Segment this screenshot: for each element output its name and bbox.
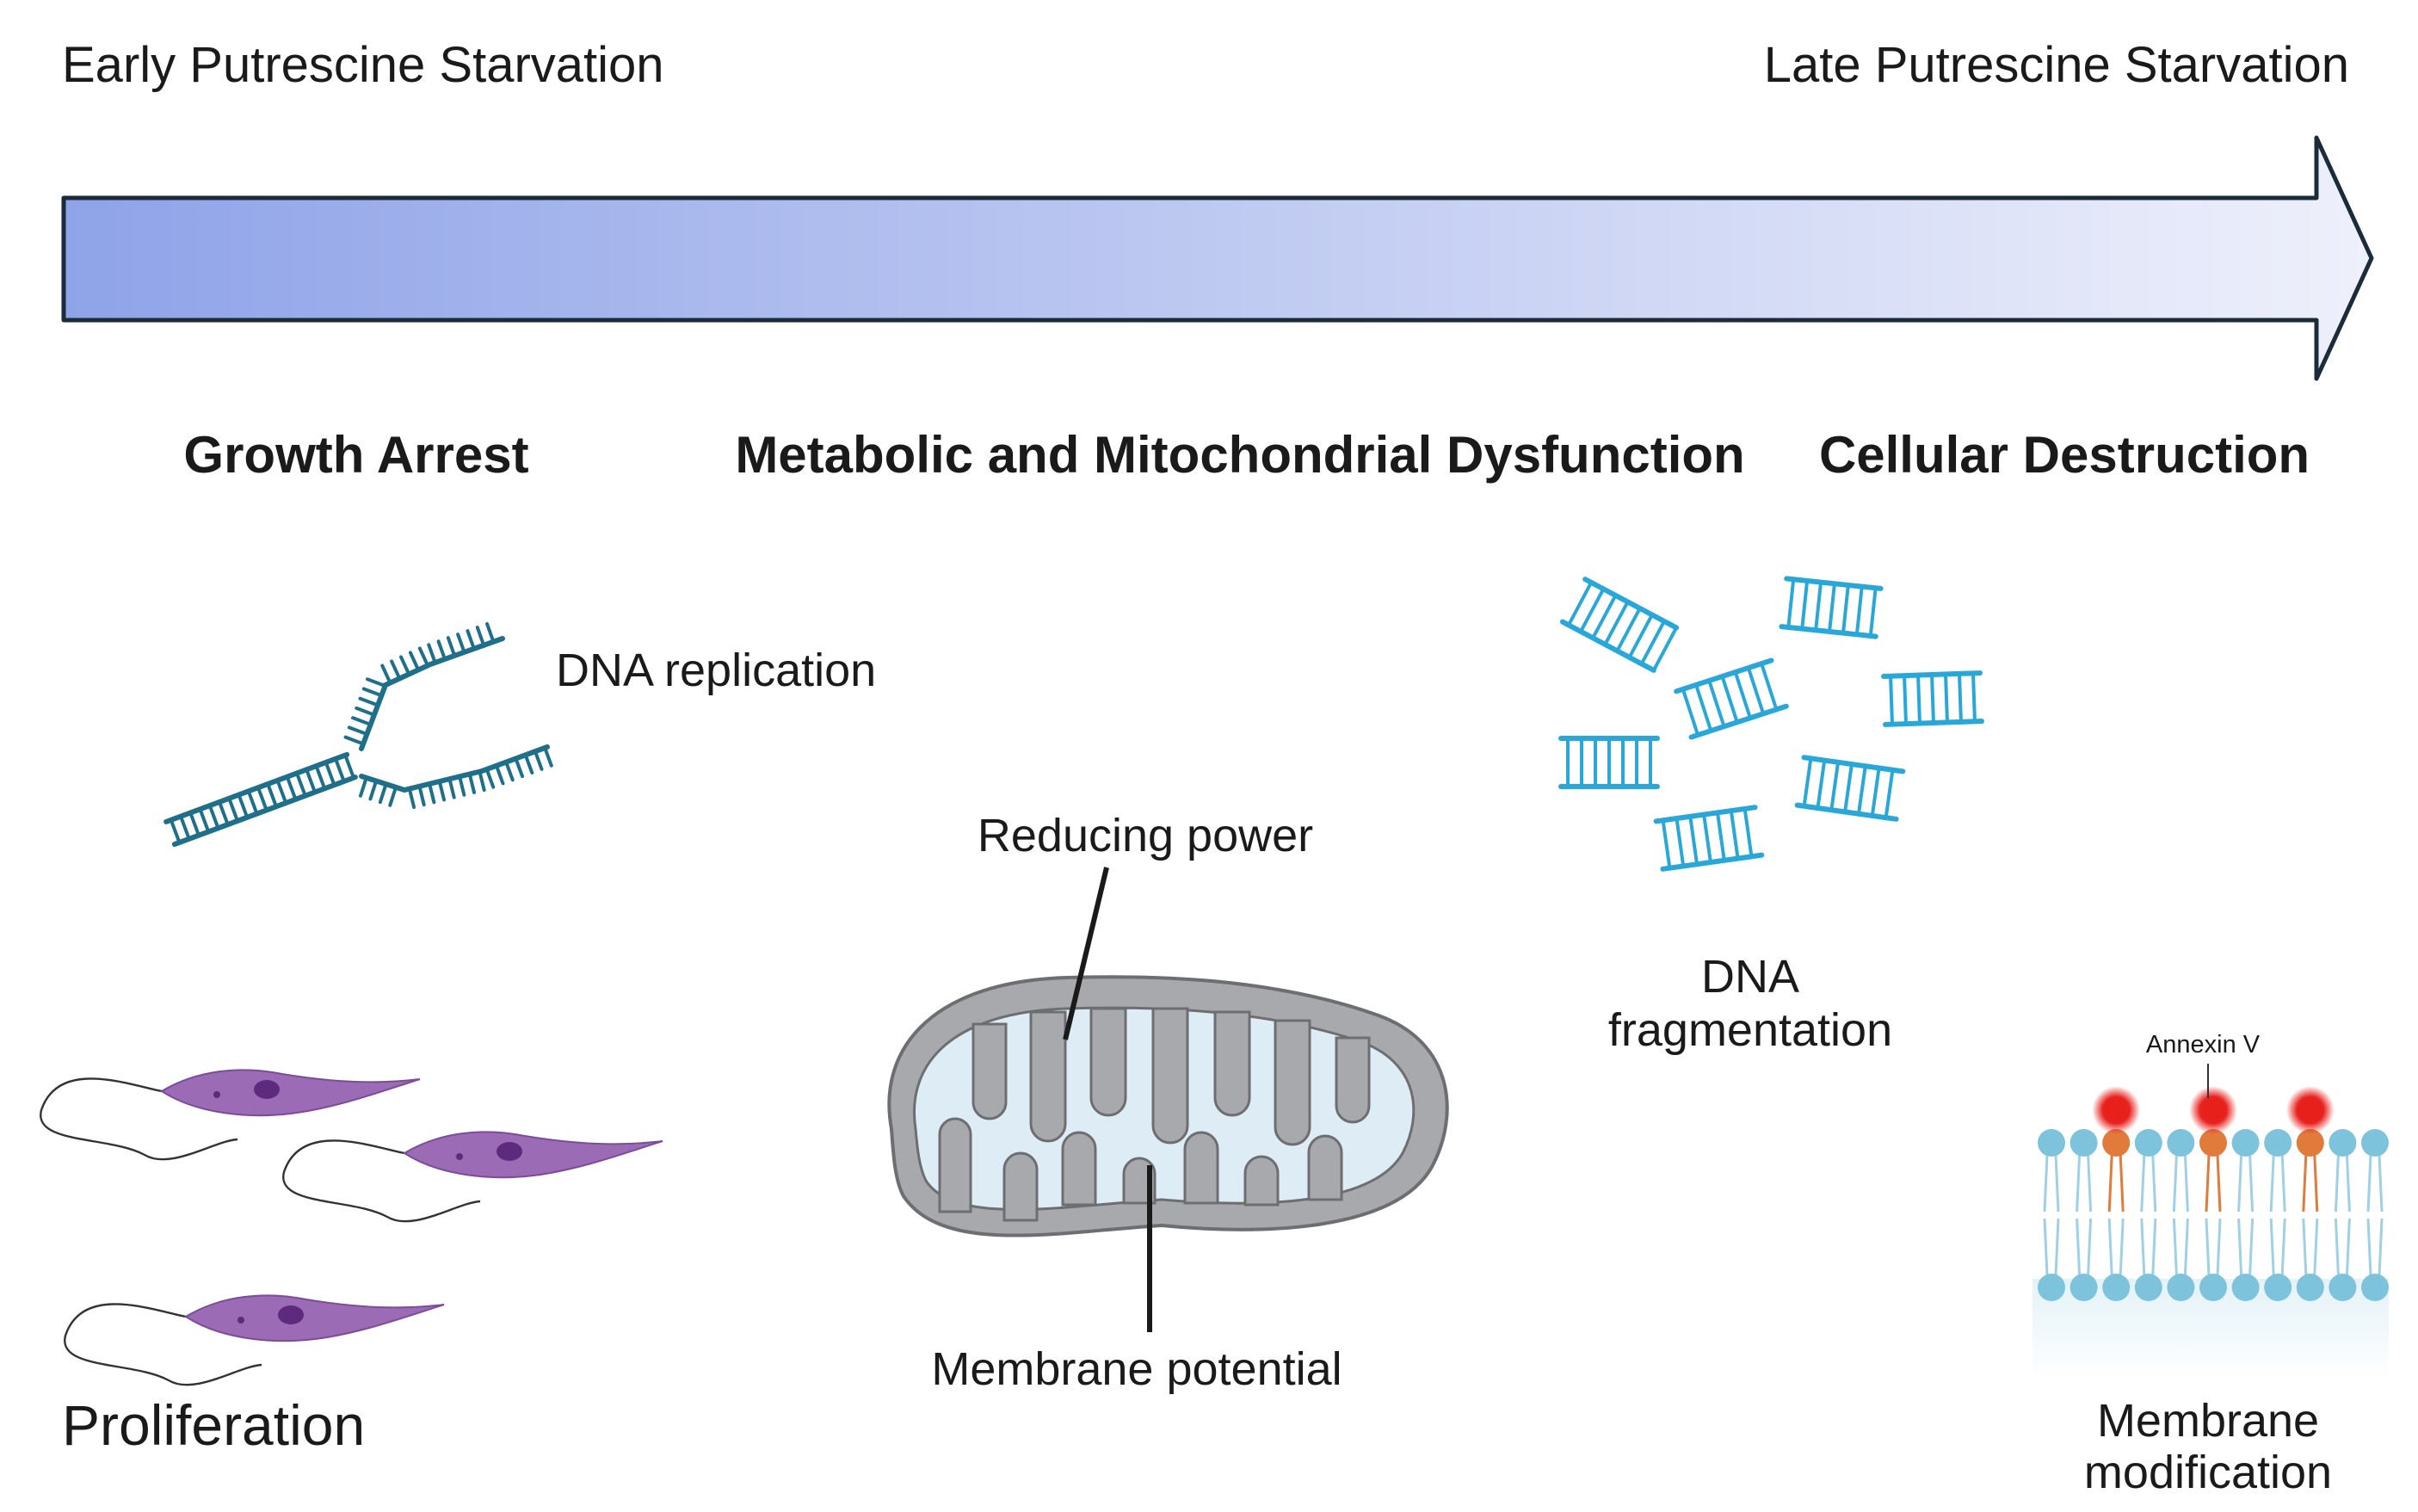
dna-replication-label: DNA replication [556, 645, 877, 696]
annexin-v-label: Annexin V [2145, 1031, 2261, 1058]
phase-title-growth-arrest: Growth Arrest [183, 426, 529, 484]
timeline-start-label: Early Putrescine Starvation [62, 37, 664, 93]
lipid-bilayer-icon [2032, 1064, 2389, 1380]
phase-title-cellular-destruction: Cellular Destruction [1818, 426, 2310, 484]
membrane-modification-label-line2: modification [2083, 1447, 2333, 1498]
timeline-end-label: Late Putrescine Starvation [1763, 37, 2349, 93]
trypanosome-icon [40, 1069, 663, 1386]
dna-replication-fork-icon [163, 622, 553, 848]
phase-title-metabolic-dysfunction: Metabolic and Mitochondrial Dysfunction [735, 426, 1745, 484]
dna-fragment-icon [1558, 576, 1984, 872]
proliferation-label: Proliferation [62, 1393, 366, 1457]
dna-fragmentation-label-line1: DNA [1700, 951, 1800, 1003]
reducing-power-label: Reducing power [977, 810, 1314, 861]
membrane-potential-label: Membrane potential [931, 1343, 1342, 1395]
timeline-arrow [61, 135, 2374, 381]
mitochondrion-icon [887, 975, 1449, 1237]
dna-fragmentation-label-line2: fragmentation [1607, 1004, 1893, 1056]
membrane-modification-label-line1: Membrane [2096, 1395, 2320, 1447]
reducing-power-pointer [1063, 867, 1109, 1040]
